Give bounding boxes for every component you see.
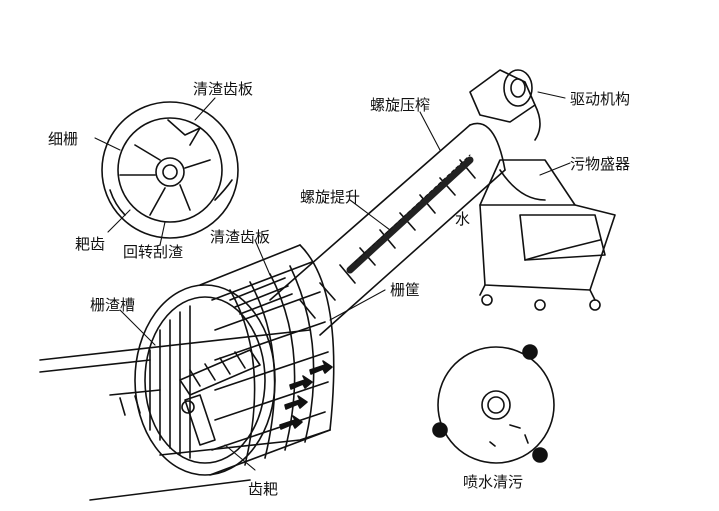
screen-basket [134, 244, 335, 476]
label-qingzha-chiban-mid: 清渣齿板 [210, 228, 271, 246]
label-chiba: 齿耙 [248, 480, 279, 498]
channel-lines [39, 329, 331, 501]
label-bachi: 耙齿 [75, 235, 106, 253]
leader-lines [94, 91, 571, 471]
waste-container [479, 159, 616, 311]
label-luoxuan-yazha: 螺旋压榨 [370, 96, 431, 114]
inset-rotating-scraper [101, 101, 239, 239]
label-luoxuan-tisheng: 螺旋提升 [300, 188, 361, 206]
label-shui: 水 [455, 210, 471, 228]
label-zhagao: 栅筐 [390, 281, 421, 299]
inset-spray-cleaning [432, 344, 555, 464]
label-penshui-qingwu: 喷水清污 [463, 473, 524, 491]
drive-mechanism [469, 69, 541, 141]
label-huizhuan-guazha: 回转刮渣 [123, 243, 184, 261]
label-wuwu-shengqi: 污物盛器 [570, 155, 631, 173]
spray-arrows [279, 360, 333, 430]
label-xizha: 细栅 [48, 130, 79, 148]
label-qingzha-chiban-top: 清渣齿板 [193, 80, 254, 98]
label-zhazhacao: 栅渣槽 [90, 296, 136, 314]
label-qudong-jigou: 驱动机构 [570, 90, 631, 108]
screw-conveyor-tube [269, 122, 506, 336]
